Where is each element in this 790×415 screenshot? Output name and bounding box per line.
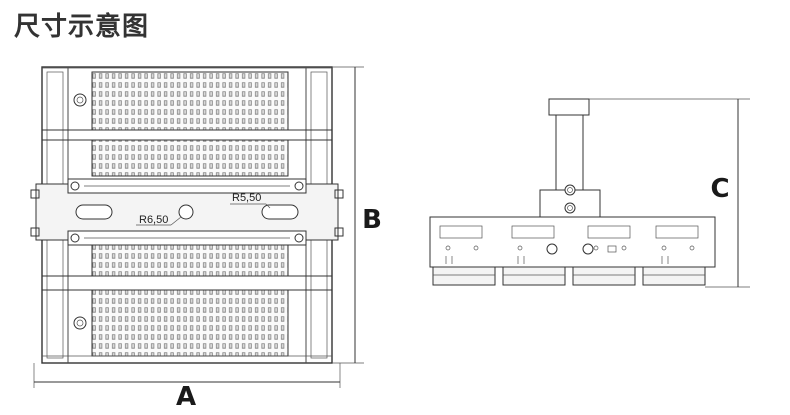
- dimension-line-a: [33, 363, 341, 388]
- radius-label-right: R5,50: [232, 192, 261, 204]
- heat-sink-modules: [91, 71, 289, 357]
- front-view: R6,50 R5,50 A B: [30, 66, 382, 412]
- lamp-housing: [429, 216, 716, 268]
- mounting-arm: [555, 114, 584, 191]
- radius-label-left: R6,50: [139, 214, 168, 226]
- mounting-arm-top: [548, 98, 590, 116]
- dimension-label-a: A: [176, 382, 196, 412]
- bracket-slot-left: [75, 204, 113, 220]
- lens-modules: [432, 266, 706, 286]
- side-view: C: [429, 98, 750, 288]
- dimension-line-b: [332, 66, 364, 364]
- bracket-slot-right: [261, 204, 299, 220]
- lamp-housing-details: [439, 225, 699, 264]
- dimension-label-b: B: [362, 205, 382, 235]
- dimension-line-c: [705, 99, 750, 288]
- dimension-label-c: C: [710, 174, 729, 204]
- module-separators: [41, 67, 333, 357]
- bracket-center-hole: [178, 204, 194, 220]
- mounting-bracket: [30, 178, 344, 246]
- page-title: 尺寸示意图: [14, 12, 150, 42]
- side-bolts: [73, 93, 87, 330]
